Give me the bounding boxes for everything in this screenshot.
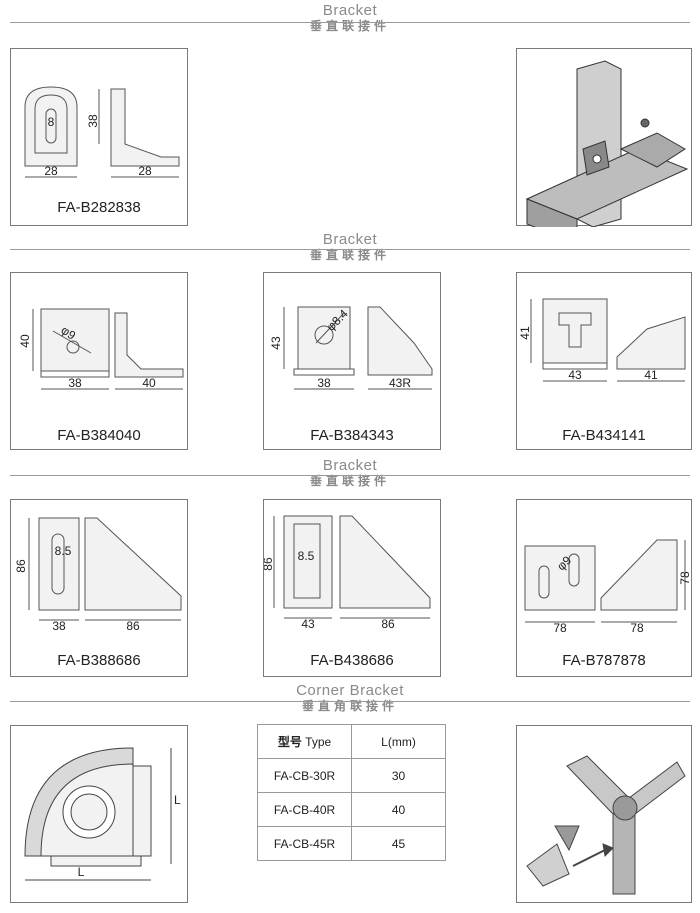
header-type: 型号 Type <box>257 724 352 759</box>
corner-bracket-drawing-card: L L <box>10 725 188 903</box>
section-title-cn: 垂直联接件 <box>309 248 390 262</box>
dim-depth: 43R <box>389 376 411 390</box>
product-code: FA-B388686 <box>57 652 141 669</box>
section-title-en: Bracket <box>322 231 378 248</box>
dim-depth: 28 <box>138 164 152 178</box>
product-card-b388686: 8.5 86 38 86 FA-B388686 <box>10 499 188 677</box>
product-card-b787878: φ9 78 78 78 FA-B787878 <box>516 499 692 677</box>
bracket-drawing: φ9 78 78 78 <box>524 539 692 635</box>
header-type-cn: 型号 <box>277 735 302 749</box>
cell-type: FA-CB-45R <box>257 826 352 861</box>
section-title-cn: 垂直角联接件 <box>301 699 398 713</box>
dim-depth: 78 <box>630 621 644 635</box>
product-card-b434141: 41 43 41 FA-B434141 <box>516 272 692 450</box>
dim-height: 86 <box>14 559 28 573</box>
table-row: FA-CB-30R 30 <box>257 758 446 793</box>
corner-bracket-drawing: L L <box>24 747 181 881</box>
cell-l: 45 <box>351 826 446 861</box>
product-card-b384040: φ9 40 38 40 FA-B384040 <box>10 272 188 450</box>
cell-l: 40 <box>351 792 446 827</box>
cell-l: 30 <box>351 758 446 793</box>
dim-width: 28 <box>44 164 58 178</box>
profile-assembly-illustration <box>525 60 689 227</box>
product-code: FA-B384040 <box>57 427 141 444</box>
dim-height: 40 <box>18 334 32 348</box>
section-title-en: Bracket <box>322 2 378 19</box>
dim-height: 43 <box>269 336 283 350</box>
table-header-row: 型号 Type L(mm) <box>257 724 446 759</box>
dim-width: 38 <box>68 376 82 390</box>
section-title-4: Corner Bracket 垂直角联接件 <box>0 682 700 714</box>
dim-width: 43 <box>568 368 582 382</box>
corner-assembly-illustration <box>526 755 686 895</box>
product-code: FA-B282838 <box>57 199 141 216</box>
dim-width: 78 <box>553 621 567 635</box>
section-title-en: Corner Bracket <box>296 682 404 699</box>
table-row: FA-CB-40R 40 <box>257 792 446 827</box>
dim-hole: φ9 <box>58 323 78 343</box>
product-code: FA-B434141 <box>562 427 646 444</box>
section-rule <box>10 249 690 250</box>
product-code: FA-B384343 <box>310 427 394 444</box>
section-title-en: Bracket <box>322 457 378 474</box>
corner-bracket-spec-table: 型号 Type L(mm) FA-CB-30R 30 FA-CB-40R 40 … <box>257 724 446 861</box>
dim-slot: 8.5 <box>55 544 72 558</box>
cell-type: FA-CB-40R <box>257 792 352 827</box>
bracket-drawing: φ9 40 38 40 <box>18 308 184 390</box>
dim-depth: 41 <box>644 368 658 382</box>
header-l: L(mm) <box>351 724 446 759</box>
cell-type: FA-CB-30R <box>257 758 352 793</box>
section-title-1: Bracket 垂直联接件 <box>0 2 700 34</box>
product-card-b384343: φ8.4 43 38 43R FA-B384343 <box>263 272 441 450</box>
bracket-drawing: 8.5 86 38 86 <box>14 517 182 633</box>
product-card-b438686: 8.5 86 43 86 FA-B438686 <box>263 499 441 677</box>
table-row: FA-CB-45R 45 <box>257 826 446 861</box>
dim-l-bottom: L <box>78 865 85 879</box>
section-rule <box>10 22 690 23</box>
dim-depth: 86 <box>126 619 140 633</box>
section-title-3: Bracket 垂直联接件 <box>0 457 700 489</box>
dim-depth: 40 <box>142 376 156 390</box>
bracket-drawing: φ8.4 43 38 43R <box>269 306 433 390</box>
dim-width: 43 <box>301 617 315 631</box>
section-title-2: Bracket 垂直联接件 <box>0 231 700 263</box>
assembly-photo <box>516 48 692 227</box>
section-rule <box>10 701 690 702</box>
header-type-en: Type <box>305 735 332 749</box>
corner-bracket-photo <box>516 725 692 903</box>
product-code: FA-B787878 <box>562 652 646 669</box>
dim-height: 38 <box>86 114 100 128</box>
section-rule <box>10 475 690 476</box>
dim-width: 38 <box>52 619 66 633</box>
dim-depth: 86 <box>381 617 395 631</box>
dim-height: 86 <box>264 557 275 571</box>
bracket-drawing: 8.5 86 43 86 <box>264 515 431 631</box>
dim-height: 78 <box>678 571 692 585</box>
bracket-drawing: 8 38 28 28 <box>24 86 180 178</box>
dim-slot: 8.5 <box>298 549 315 563</box>
dim-width: 38 <box>317 376 331 390</box>
section-title-cn: 垂直联接件 <box>309 474 390 488</box>
dim-l-side: L <box>174 793 181 807</box>
product-code: FA-B438686 <box>310 652 394 669</box>
dim-height: 41 <box>518 326 532 340</box>
bracket-drawing: 41 43 41 <box>518 298 686 382</box>
dim-slot: 8 <box>48 115 55 129</box>
product-card-b282838: 8 38 28 28 FA-B282838 <box>10 48 188 226</box>
